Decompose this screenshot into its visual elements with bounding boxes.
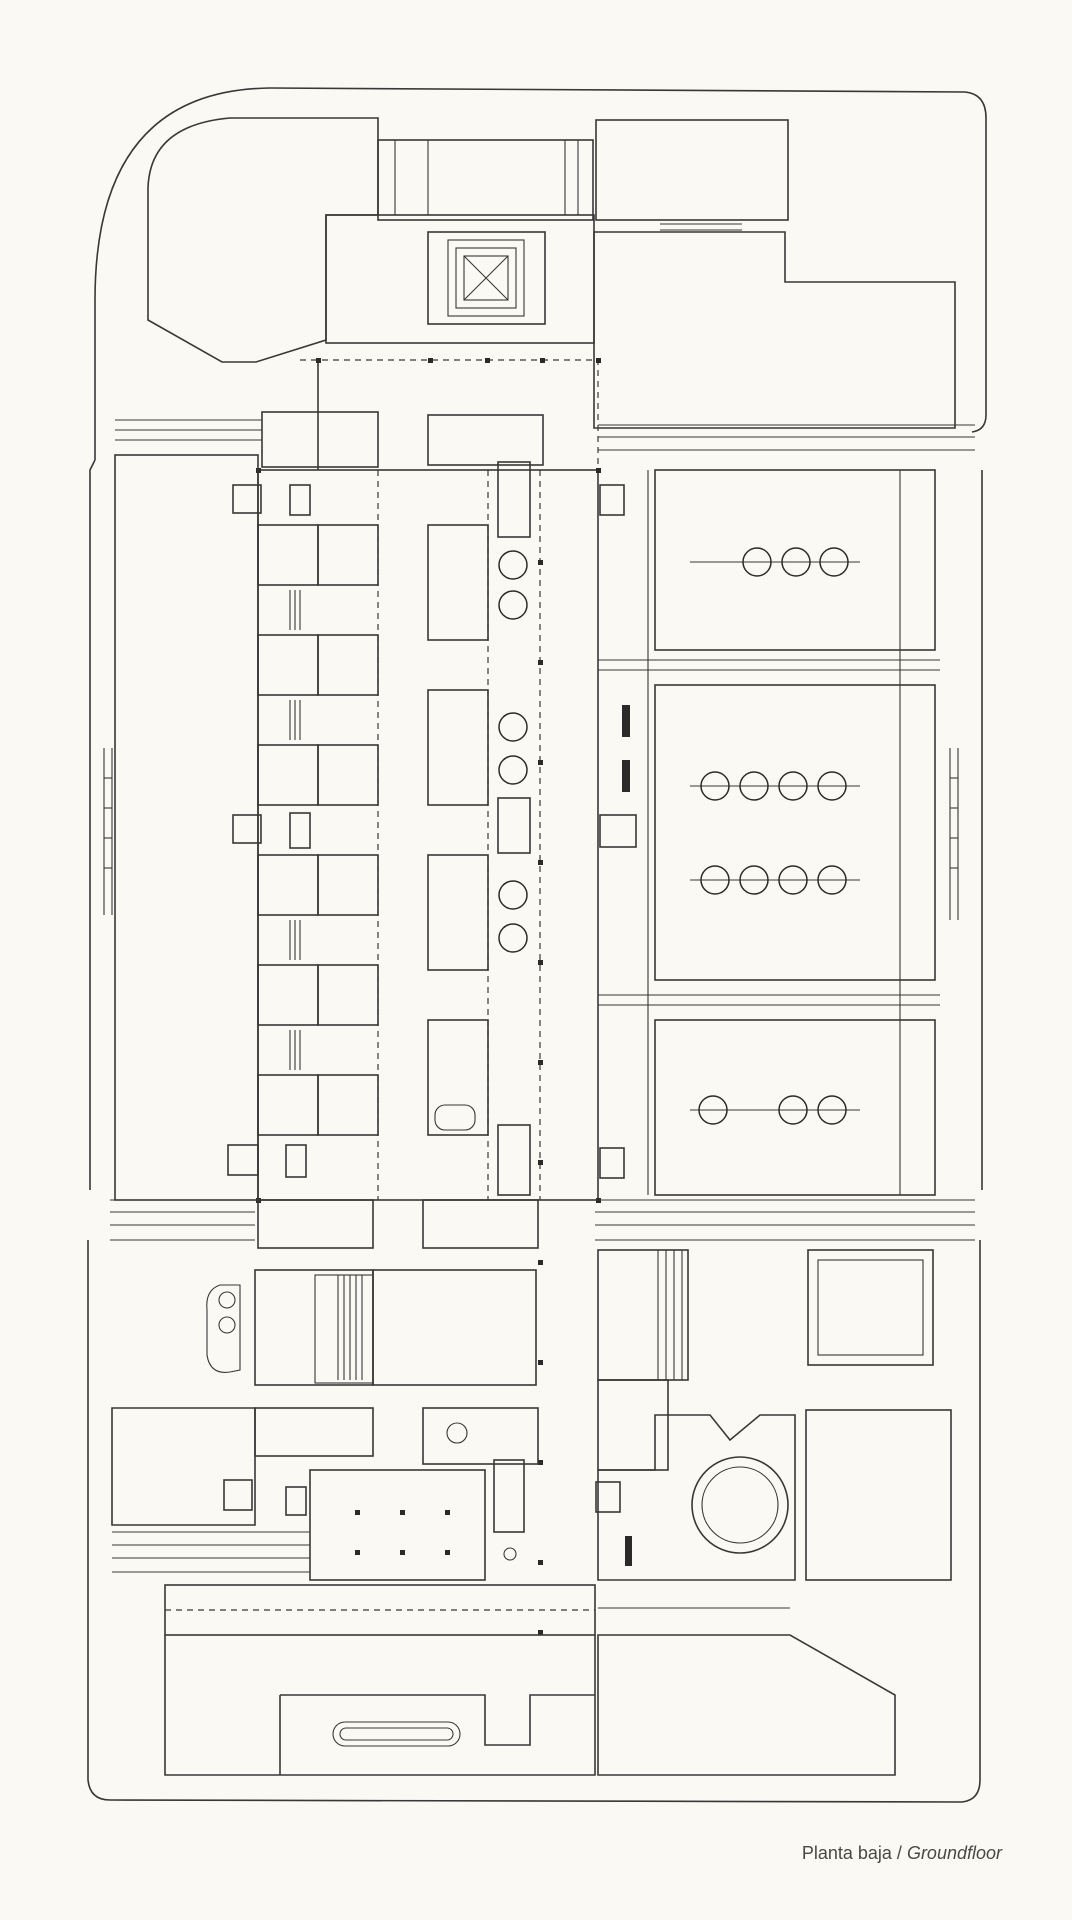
service-cores: [223, 461, 637, 1533]
center-rooms: [377, 470, 541, 1200]
caption-main: Planta baja /: [801, 1843, 902, 1863]
lower-right-block: [597, 1249, 952, 1776]
central-building: [115, 359, 975, 1201]
plan-caption: Planta baja / Groundfloor: [802, 1843, 1002, 1864]
right-courtyards: [598, 469, 959, 1196]
middle-band: [257, 1199, 975, 1249]
left-block: [103, 454, 259, 1241]
left-rooms: [257, 524, 379, 1136]
courtyard-trees: [690, 547, 860, 1125]
lower-left-block: [111, 1269, 539, 1573]
top-block: [147, 117, 956, 429]
caption-italic: Groundfloor: [906, 1843, 1002, 1863]
lower-central-block: [164, 1469, 596, 1776]
site-boundary: [87, 87, 987, 1803]
corridor-trees: [498, 550, 528, 953]
